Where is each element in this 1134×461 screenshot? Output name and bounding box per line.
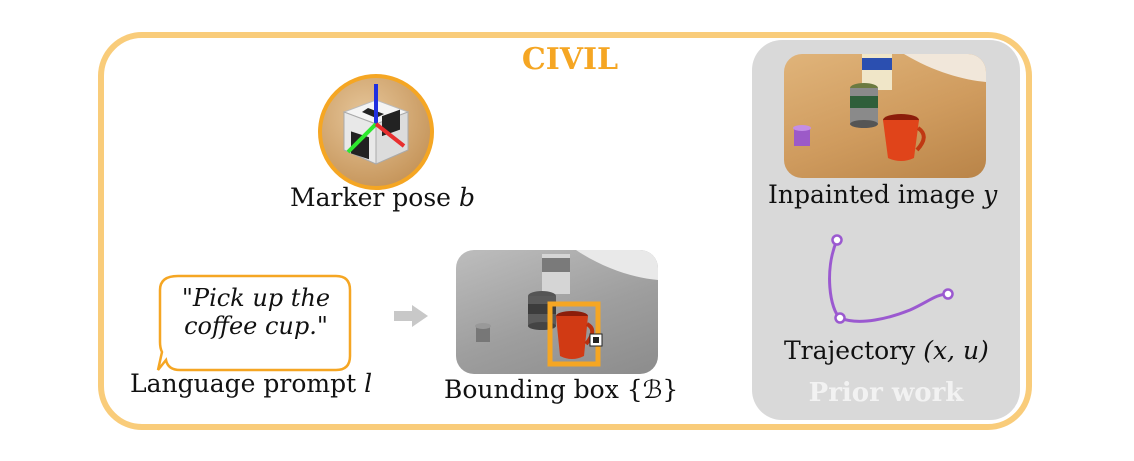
marker-pose-label: Marker pose: [290, 183, 451, 212]
language-prompt-text: "Pick up the coffee cup.": [176, 284, 336, 340]
bounding-box-caption: Bounding box {ℬ}: [444, 375, 678, 404]
bounding-box-photo: [456, 250, 658, 374]
speech-bubble-icon: [156, 274, 352, 372]
civil-title: CIVIL: [521, 42, 619, 77]
trajectory-caption: Trajectory (x, u): [784, 336, 989, 365]
prompt-line-2: coffee cup.": [184, 312, 328, 340]
color-scene: [793, 54, 986, 161]
language-prompt-caption: Language prompt l: [130, 369, 372, 398]
inpainted-label: Inpainted image: [768, 180, 976, 209]
bounding-box-label: Bounding box: [444, 375, 619, 404]
right-arrow-icon: [394, 305, 428, 327]
bounding-box-var: {ℬ}: [626, 375, 679, 404]
trajectory-curve-icon: [828, 234, 954, 324]
trajectory-label: Trajectory: [784, 336, 916, 365]
inpainted-photo: [784, 54, 986, 178]
marker-pose-caption: Marker pose b: [290, 183, 475, 212]
prompt-line-1: "Pick up the: [181, 284, 331, 312]
trajectory-var: (x, u): [923, 336, 989, 365]
language-prompt-var: l: [364, 369, 373, 398]
marker-cube-icon: [342, 84, 410, 165]
prior-work-label: Prior work: [808, 378, 964, 408]
marker-photo: [318, 74, 434, 190]
inpainted-caption: Inpainted image y: [768, 180, 997, 209]
inpainted-var: y: [983, 180, 998, 209]
language-prompt-label: Language prompt: [130, 369, 357, 398]
grayscale-scene: [475, 250, 658, 367]
marker-pose-var: b: [458, 183, 475, 212]
